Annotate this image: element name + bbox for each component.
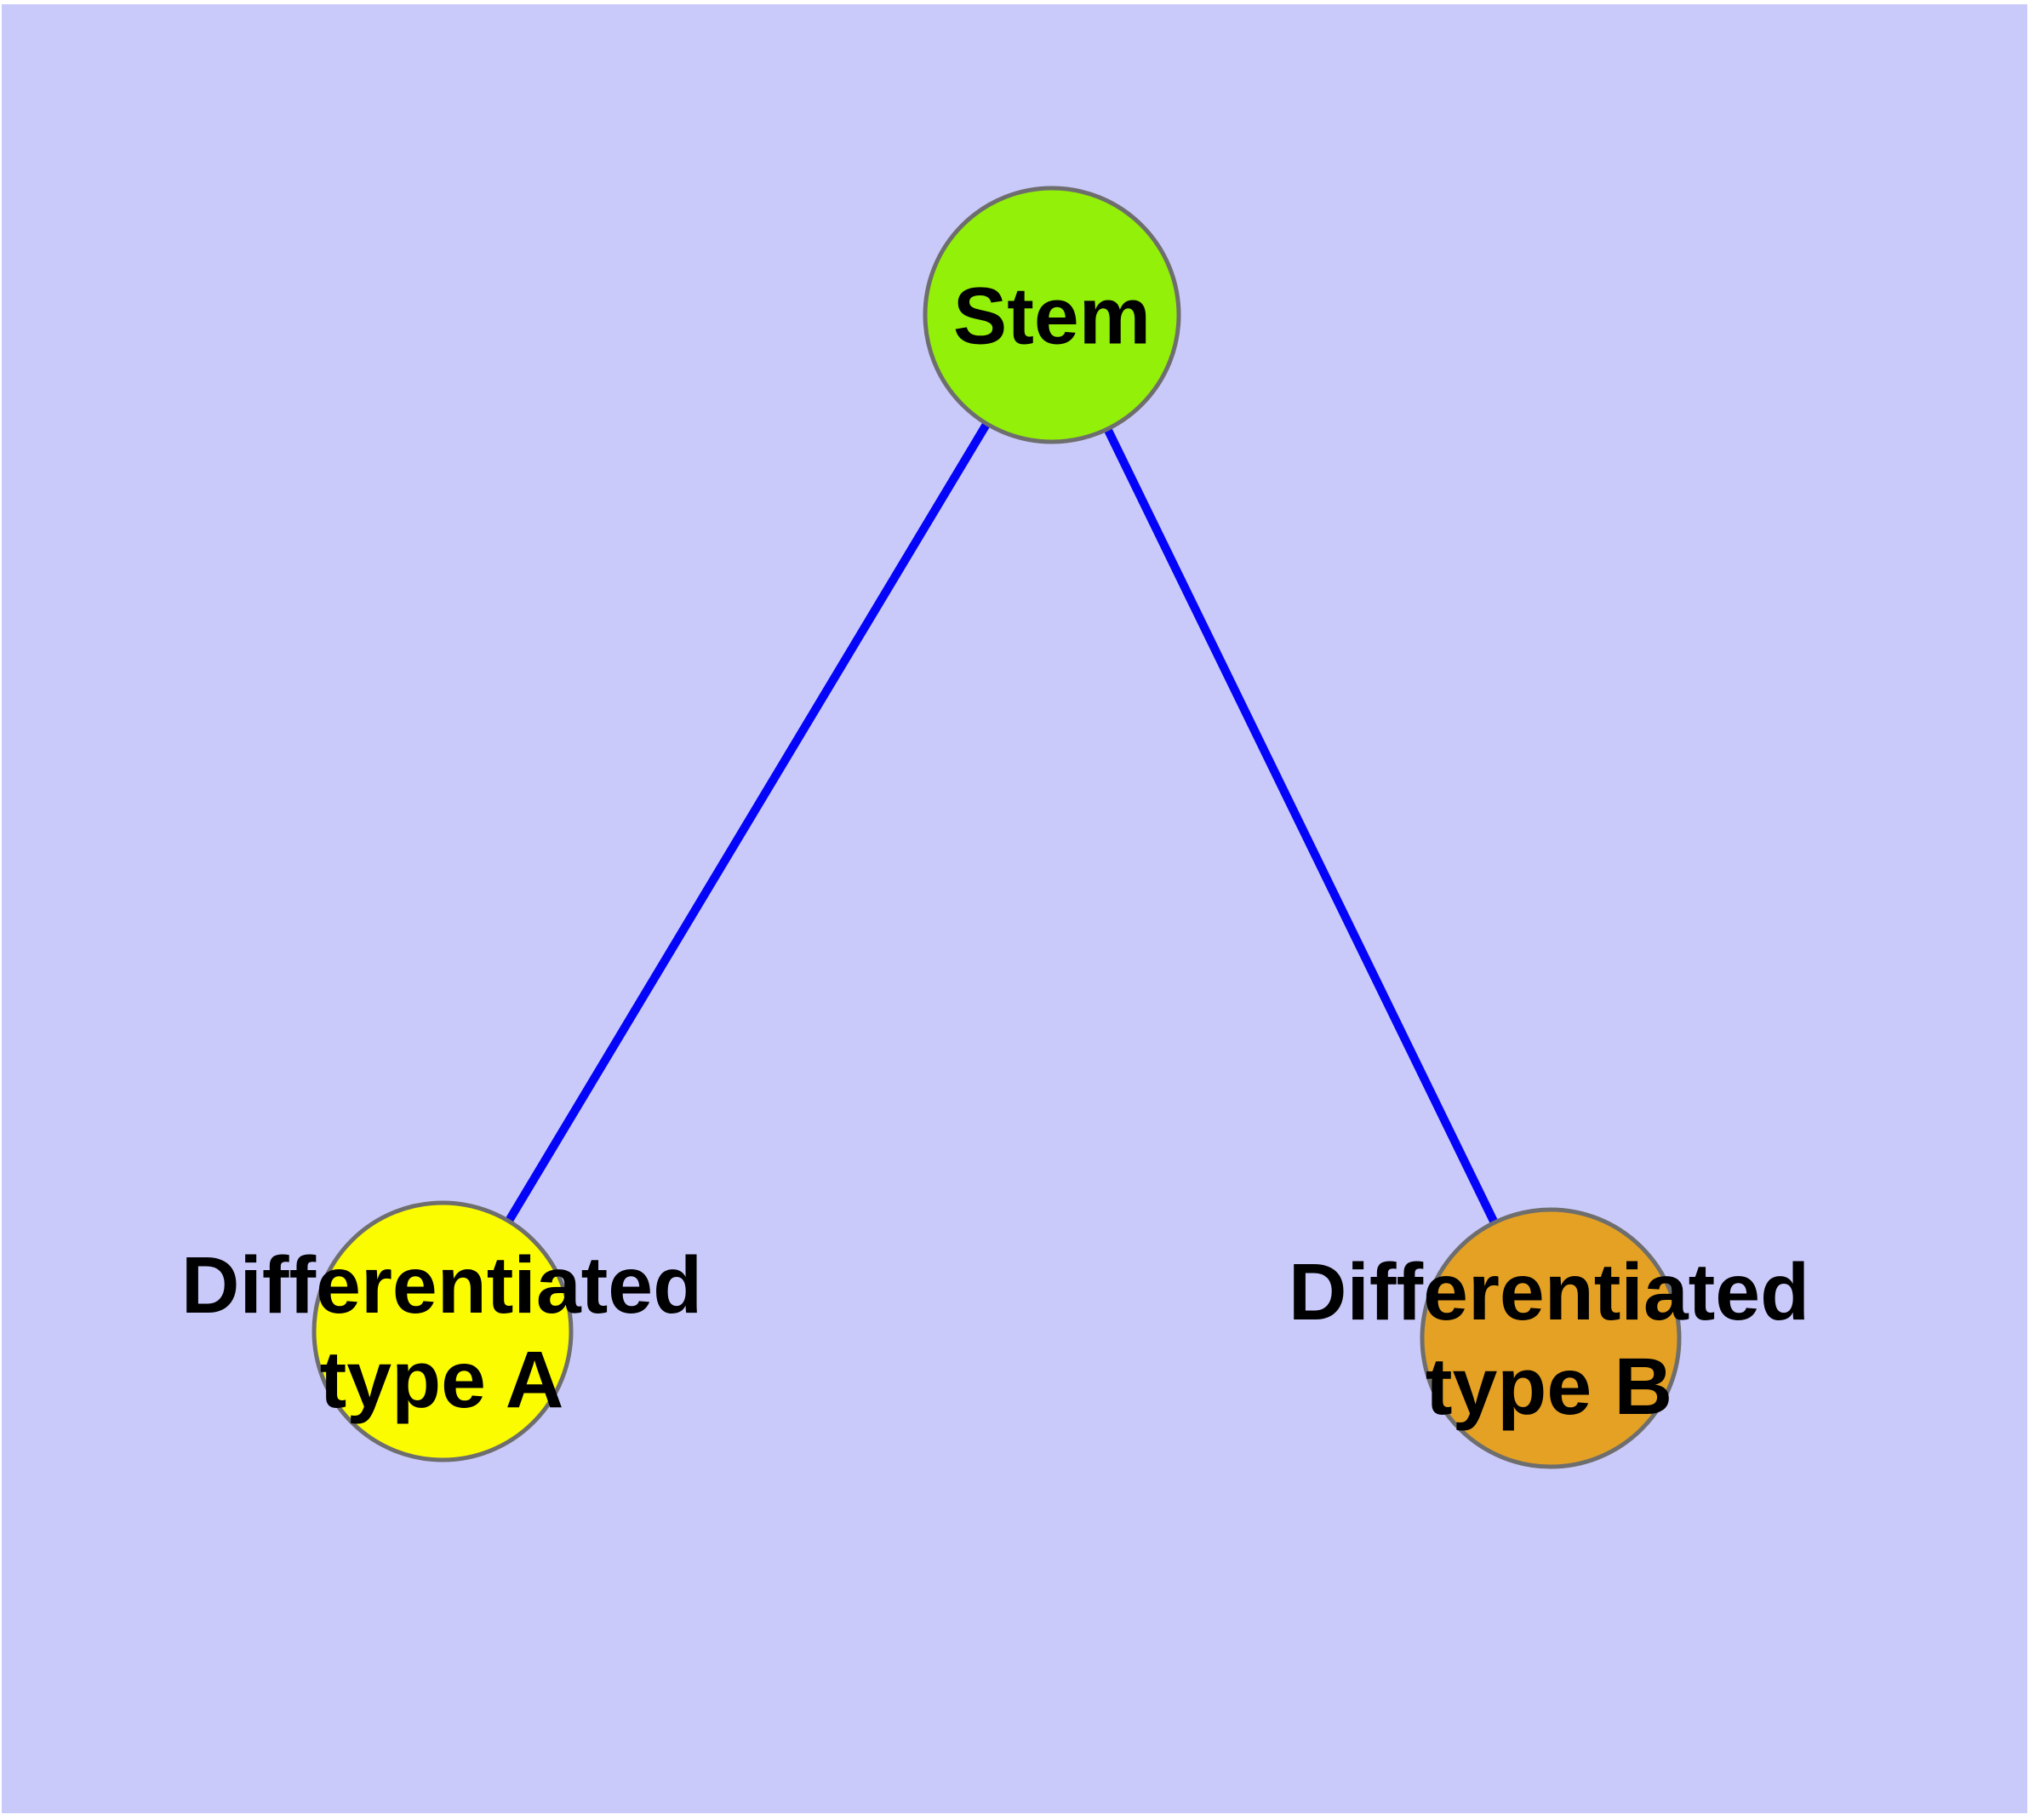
edge-stem-to-type-b: [1048, 312, 1555, 1341]
edge-stem-to-type-a: [438, 312, 1056, 1334]
node-type-b-circle: [1420, 1207, 1682, 1469]
node-stem-circle: [923, 186, 1181, 444]
node-type-a-circle: [311, 1200, 574, 1462]
